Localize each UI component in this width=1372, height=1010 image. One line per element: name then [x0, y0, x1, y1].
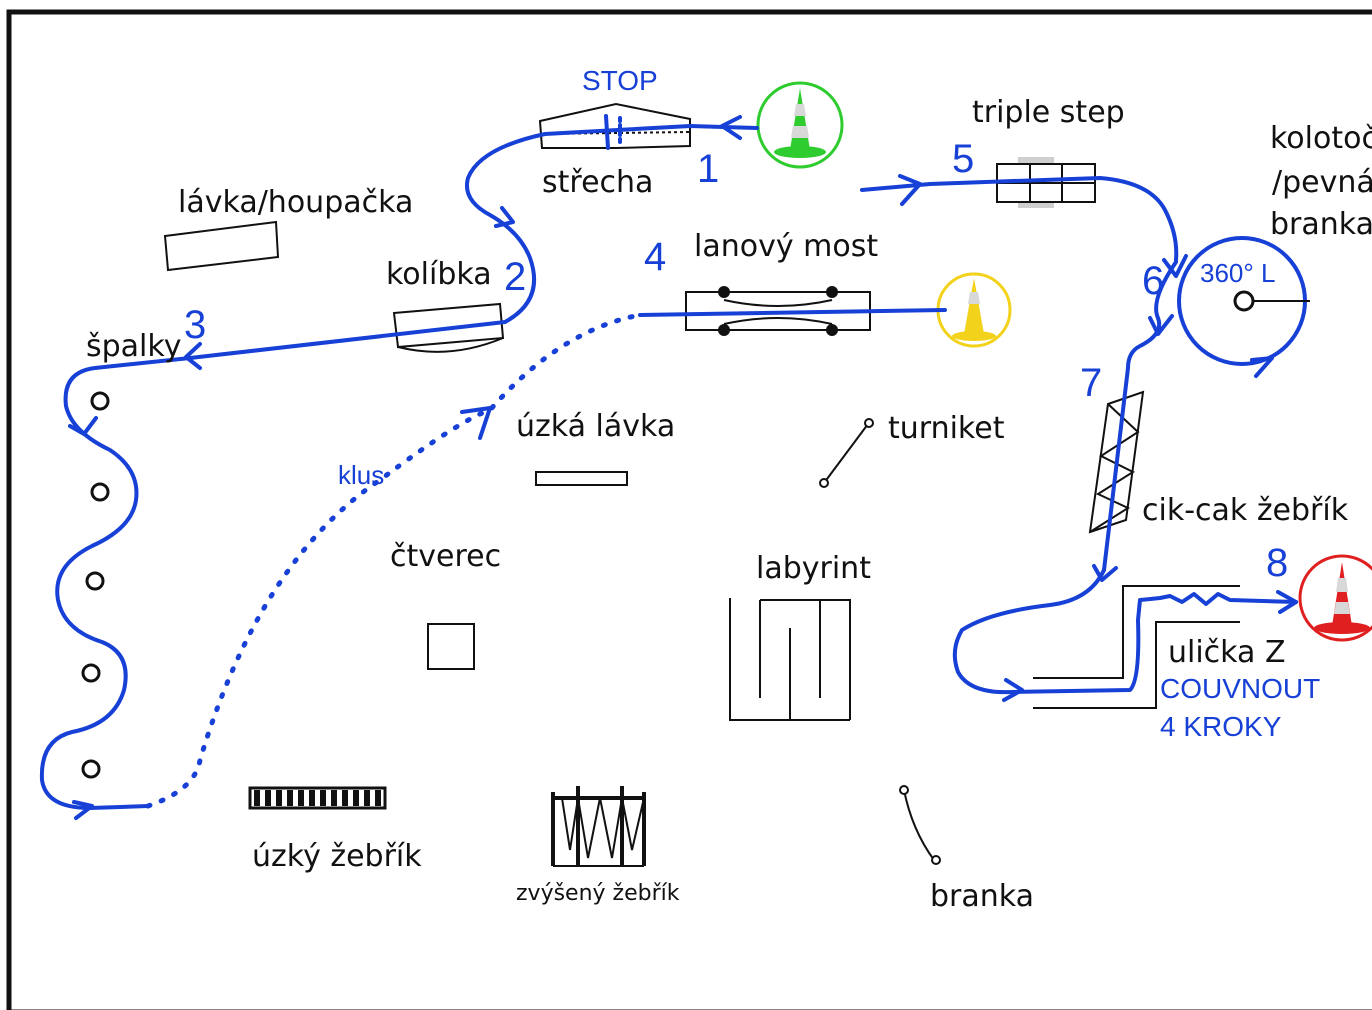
course-frame [6, 9, 1372, 1010]
ladder-rung [287, 790, 293, 806]
ladder-rung [298, 790, 304, 806]
cone-red-icon [1298, 554, 1372, 642]
ladder-rung [364, 790, 370, 806]
label-triple-step: triple step [972, 95, 1125, 130]
ladder-rung [254, 790, 260, 806]
step-number-6: 6 [1142, 259, 1164, 303]
label-ulicka-z: ulička Z [1168, 635, 1286, 670]
kolotoc-obstacle [1177, 236, 1310, 366]
step-number-1: 1 [697, 147, 719, 191]
lavka-houpacka-obstacle [163, 220, 280, 272]
ladder-rung [320, 790, 326, 806]
label-lavka-houpacka: lávka/houpačka [178, 185, 413, 220]
uzky-zebrik-obstacle [248, 786, 387, 810]
label-kolibka: kolíbka [386, 257, 492, 292]
ladder-rung [309, 790, 315, 806]
ladder-rung [375, 790, 381, 806]
course-path [39, 114, 1298, 820]
uzka-lavka-obstacle [535, 471, 628, 486]
label-strecha: střecha [542, 165, 653, 200]
step-number-8: 8 [1266, 541, 1288, 585]
spalky-obstacle [81, 391, 110, 779]
label-cik-cak-zebrik: cik-cak žebřík [1142, 493, 1349, 528]
label-lanovy-most: lanový most [694, 229, 878, 264]
step-number-3: 3 [184, 303, 206, 347]
ladder-rung [265, 790, 271, 806]
step-number-7: 7 [1080, 361, 1102, 405]
step-number-2: 2 [504, 255, 526, 299]
label-couvnout: COUVNOUT [1160, 673, 1320, 704]
label-stop: STOP [582, 65, 658, 96]
zvyseny-zebrik-obstacle [551, 786, 646, 867]
cone-yellow-icon [936, 272, 1012, 348]
turniket-obstacle [819, 418, 874, 488]
label-turniket: turniket [888, 411, 1005, 446]
ctverec-obstacle [427, 623, 475, 670]
ladder-rung [353, 790, 359, 806]
label-klus: klus [338, 460, 384, 490]
label-spalky: špalky [86, 329, 181, 364]
branka-bottom-obstacle [899, 785, 941, 865]
label-branka-top: branka [1270, 207, 1372, 242]
label-pevna: /pevná [1272, 165, 1372, 200]
labyrint-obstacle [729, 598, 851, 721]
label-labyrint: labyrint [756, 551, 871, 586]
label-ctverec: čtverec [390, 539, 501, 574]
step-number-4: 4 [644, 235, 666, 279]
step-number-5: 5 [952, 137, 974, 181]
label-zvyseny-zebrik: zvýšený žebřík [516, 881, 680, 906]
label-uzka-lavka: úzká lávka [516, 409, 675, 444]
cone-green-icon [756, 81, 844, 169]
label-uzky-zebrik: úzký žebřík [252, 839, 422, 874]
label-kroky: 4 KROKY [1160, 711, 1282, 742]
label-kolotoc: kolotoč [1270, 121, 1372, 156]
ladder-rung [276, 790, 282, 806]
label-branka-bottom: branka [930, 879, 1034, 914]
ladder-rung [331, 790, 337, 806]
label-rotation: 360° L [1200, 258, 1275, 288]
ladder-rung [342, 790, 348, 806]
ulicka-z-obstacle [1033, 585, 1240, 709]
